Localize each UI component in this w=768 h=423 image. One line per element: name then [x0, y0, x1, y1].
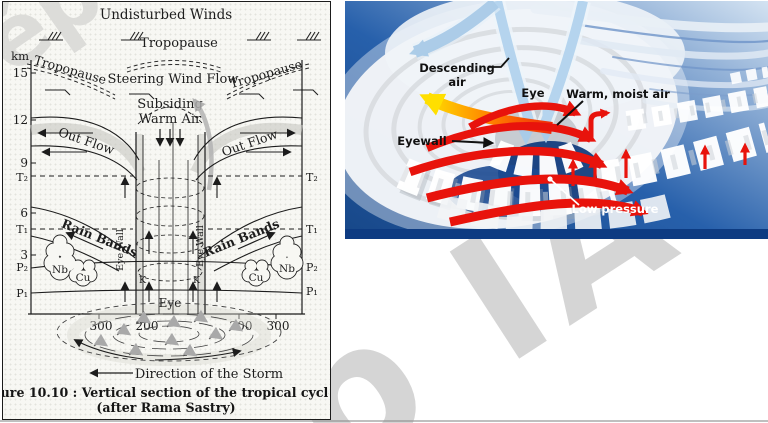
subsiding-arrows [155, 129, 185, 147]
outflow-arrow [409, 1, 501, 61]
svg-text:Nb: Nb [279, 263, 295, 275]
storm-direction: Direction of the Storm [89, 367, 283, 382]
svg-text:15: 15 [13, 66, 28, 80]
label-eyewall: Eyewall [397, 134, 446, 148]
label-warm-air: Warm Air [139, 112, 202, 127]
svg-text:Cu: Cu [249, 272, 264, 284]
label-tropopause-right: Tropopause [228, 56, 304, 91]
svg-text:T₁: T₁ [16, 223, 28, 236]
label-descending-air: air [448, 75, 466, 89]
eye-cylinder [135, 106, 206, 314]
page-bottom-edge [0, 420, 768, 422]
clouds: Nb Cu Cu Nb [43, 234, 304, 287]
label-subsiding: Subsiding [137, 97, 203, 112]
y-axis-labels-left: km 15 12 9 T₂ 6 T₁ 3 P₂ P₁ [11, 49, 29, 300]
svg-text:T₂: T₂ [16, 171, 28, 184]
label-eye-wall-right: Eye Wall [195, 225, 206, 267]
figure-right-hurricane-cutaway: Descending air Eye Warm, moist air Eyewa… [345, 1, 768, 239]
svg-text:P₂: P₂ [16, 261, 28, 274]
vertical-section-diagram: Undisturbed Winds Tropopause Tropopause … [3, 7, 329, 415]
label-warm-moist-air: Warm, moist air [566, 87, 670, 101]
svg-text:Cu: Cu [76, 272, 91, 284]
hurricane-diagram: Descending air Eye Warm, moist air Eyewa… [345, 1, 768, 239]
svg-text:12: 12 [13, 113, 28, 127]
svg-text:T₂: T₂ [306, 171, 318, 184]
label-eye: Eye [521, 86, 544, 100]
label-eye-wall-left: Eye Wall [115, 229, 126, 271]
label-steering-wind-flow: Steering Wind Flow [108, 72, 239, 87]
svg-text:9: 9 [20, 156, 28, 170]
svg-text:Nb: Nb [52, 264, 68, 276]
svg-text:300: 300 [90, 319, 113, 333]
svg-text:3: 3 [20, 248, 28, 262]
svg-text:P₁: P₁ [16, 287, 28, 300]
updraft-arrows [120, 176, 222, 302]
figure-left-vertical-section: ép Undisturbed Winds Tropopause [2, 1, 331, 420]
caption-line-2: (after Rama Sastry) [96, 400, 235, 415]
svg-text:6: 6 [20, 206, 28, 220]
label-direction-of-storm: Direction of the Storm [135, 367, 283, 382]
y-axis-labels-right: T₂ T₁ P₂ P₁ [306, 171, 318, 298]
level-lines [30, 116, 303, 294]
label-k-right: K [193, 275, 201, 286]
label-low-pressure: Low pressure [572, 202, 659, 216]
svg-text:P₂: P₂ [306, 261, 318, 274]
svg-text:P₁: P₁ [306, 285, 318, 298]
label-k-left: K [139, 275, 147, 286]
axis-unit: km [11, 49, 29, 63]
figure-caption: Figure 10.10 : Vertical section of the t… [3, 385, 329, 415]
inflow-arrows [408, 100, 750, 227]
label-tropopause-top: Tropopause [140, 36, 218, 51]
hurricane-labels: Descending air Eye Warm, moist air Eyewa… [397, 57, 670, 216]
label-undisturbed-winds: Undisturbed Winds [100, 7, 232, 23]
diagram-bottom-strip [345, 229, 768, 239]
gray-updraft-arrow [192, 97, 214, 191]
svg-text:T₁: T₁ [306, 223, 318, 236]
label-rain-bands-right: Rain Bands [201, 216, 281, 260]
label-descending: Descending [419, 61, 495, 75]
caption-line-1: Figure 10.10 : Vertical section of the t… [3, 385, 329, 400]
label-tropopause-left: Tropopause [32, 52, 108, 87]
svg-text:300: 300 [267, 319, 290, 333]
surface-spiral [56, 302, 282, 362]
flow-shading [30, 122, 303, 366]
tropopause-dashed-lines [26, 60, 310, 100]
